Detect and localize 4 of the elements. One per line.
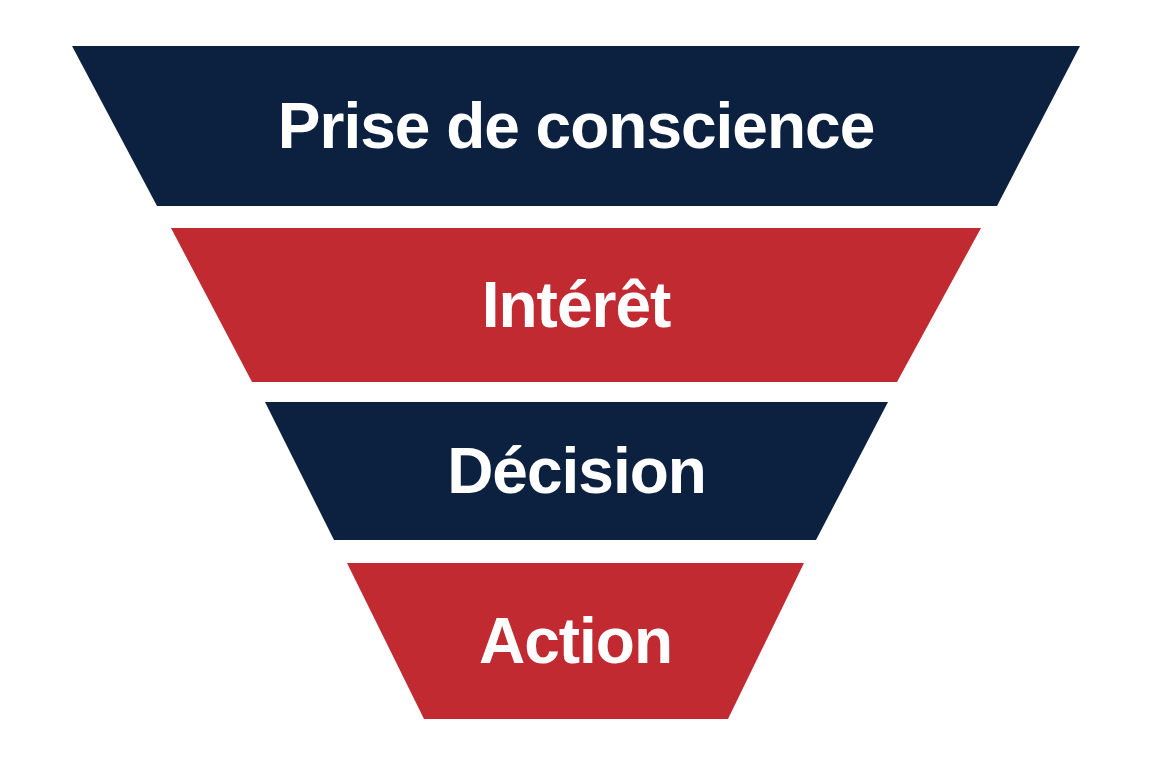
stage-label: Prise de conscience [277,90,875,162]
stage-label: Intérêt [481,269,671,341]
stage-label: Action [478,605,673,677]
stage-label: Décision [447,435,706,507]
